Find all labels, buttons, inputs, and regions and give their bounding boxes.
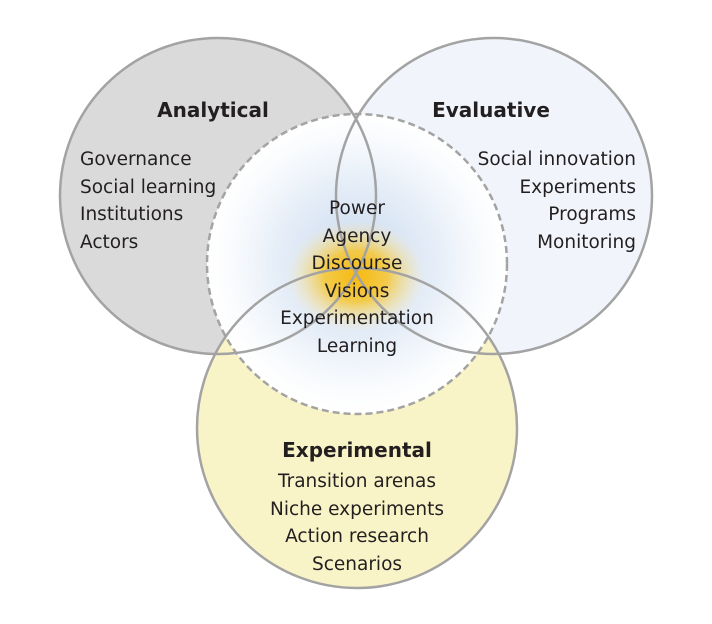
- center-item: Learning: [316, 335, 398, 357]
- evaluative-item: Programs: [548, 204, 636, 225]
- evaluative-item: Monitoring: [537, 231, 636, 253]
- center-item: Visions: [324, 280, 390, 302]
- evaluative-items: Social innovation Experiments Programs M…: [478, 146, 636, 256]
- core-glow: [286, 220, 426, 332]
- center-item: Power: [329, 198, 385, 219]
- analytical-outline: [58, 36, 378, 356]
- evaluative-item: Experiments: [519, 176, 636, 198]
- center-item: Experimentation: [280, 308, 434, 329]
- analytical-item: Social learning: [80, 176, 217, 198]
- center-item: Discourse: [311, 253, 403, 274]
- experimental-items: Transition arenas Niche experiments Acti…: [270, 468, 444, 578]
- center-dashed-outline: [205, 112, 509, 416]
- evaluative-outline: [334, 36, 654, 356]
- evaluative-item: Social innovation: [477, 149, 636, 170]
- analytical-item: Actors: [80, 231, 139, 253]
- evaluative-title: Evaluative: [432, 98, 550, 122]
- experimental-title: Experimental: [282, 438, 432, 462]
- center-items: Power Agency Discourse Visions Experimen…: [280, 195, 434, 360]
- experimental-outline: [195, 266, 519, 590]
- experimental-item: Action research: [285, 526, 429, 547]
- experimental-item: Transition arenas: [278, 471, 436, 492]
- center-item: Agency: [322, 225, 392, 247]
- analytical-title: Analytical: [157, 98, 269, 122]
- analytical-item: Governance: [80, 149, 192, 170]
- experimental-item: Scenarios: [311, 553, 403, 575]
- analytical-items: Governance Social learning Institutions …: [80, 146, 216, 256]
- analytical-item: Institutions: [80, 204, 184, 225]
- experimental-item: Niche experiments: [269, 498, 445, 520]
